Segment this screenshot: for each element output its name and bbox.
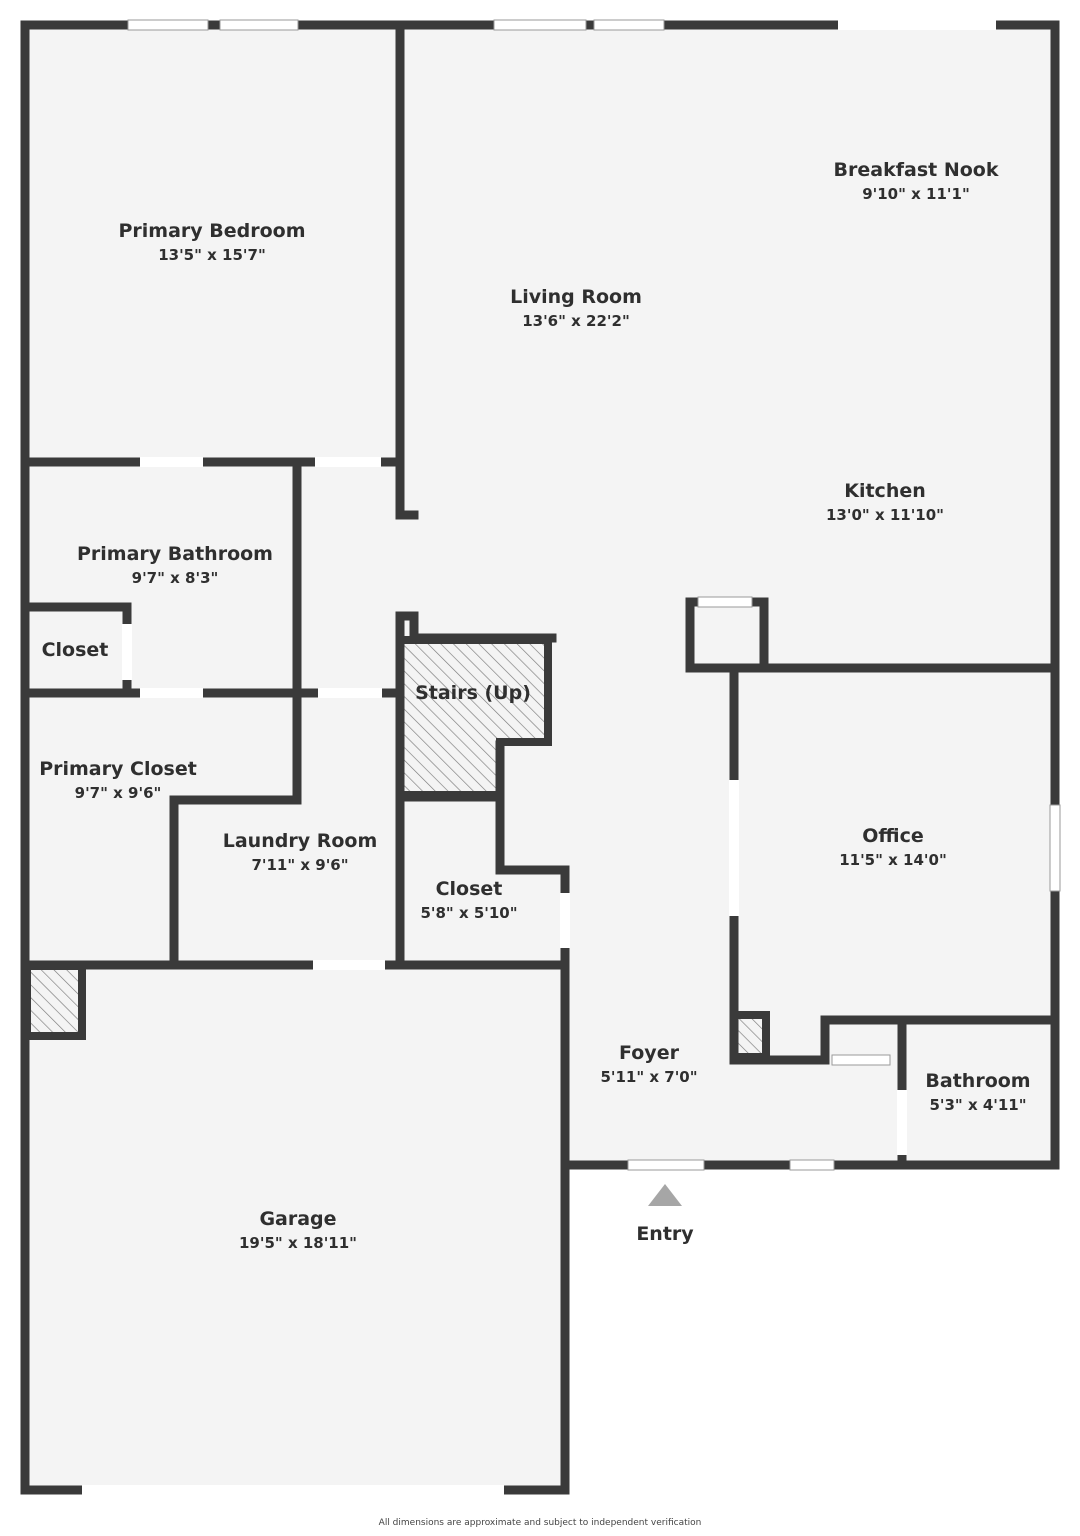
room-dims-bathroom: 5'3" x 4'11" [929, 1096, 1026, 1114]
walls [20, 20, 1060, 1495]
window [697, 596, 753, 608]
room-dims-garage: 19'5" x 18'11" [239, 1234, 357, 1252]
room-name-primary-closet: Primary Closet [39, 758, 197, 780]
garage-utility-hatch [23, 962, 86, 1040]
room-dims-closet-hall: 5'8" x 5'10" [420, 904, 517, 922]
door-opening [140, 457, 203, 467]
room-dims-primary-bedroom: 13'5" x 15'7" [158, 246, 266, 264]
foyer-utility-hatch [730, 1011, 770, 1061]
door-opening [729, 780, 739, 916]
window [219, 19, 299, 31]
window [1049, 804, 1061, 892]
door-opening [315, 457, 381, 467]
room-name-primary-bathroom: Primary Bathroom [77, 543, 273, 565]
room-dims-primary-closet: 9'7" x 9'6" [75, 784, 162, 802]
openings [82, 19, 1061, 1495]
door-opening [897, 1090, 907, 1155]
room-labels: Primary Bedroom 13'5" x 15'7" Living Roo… [39, 159, 1030, 1252]
window [127, 19, 209, 31]
room-name-living-room: Living Room [510, 286, 642, 308]
door-opening [831, 1054, 891, 1066]
window [838, 20, 996, 30]
triangle-up-icon [648, 1184, 682, 1206]
room-name-office: Office [862, 825, 924, 847]
door-opening [560, 893, 570, 948]
floor-area [25, 25, 1055, 1490]
room-dims-breakfast-nook: 9'10" x 11'1" [862, 185, 970, 203]
room-name-closet-small: Closet [42, 639, 109, 661]
entry-door [627, 1159, 705, 1171]
garage-door [82, 1485, 504, 1495]
disclaimer-text: All dimensions are approximate and subje… [378, 1518, 702, 1528]
room-dims-kitchen: 13'0" x 11'10" [826, 506, 944, 524]
room-name-stairs: Stairs (Up) [415, 682, 531, 704]
door-opening [318, 688, 382, 698]
room-name-garage: Garage [259, 1208, 336, 1230]
room-name-foyer: Foyer [619, 1042, 680, 1064]
room-name-kitchen: Kitchen [844, 480, 926, 502]
door-opening [122, 624, 132, 680]
room-dims-laundry-room: 7'11" x 9'6" [251, 856, 348, 874]
room-dims-foyer: 5'11" x 7'0" [600, 1068, 697, 1086]
room-dims-office: 11'5" x 14'0" [839, 851, 947, 869]
entry-label: Entry [636, 1223, 694, 1245]
window [789, 1159, 835, 1171]
room-name-bathroom: Bathroom [925, 1070, 1030, 1092]
room-dims-primary-bathroom: 9'7" x 8'3" [132, 569, 219, 587]
window [593, 19, 665, 31]
room-name-primary-bedroom: Primary Bedroom [118, 220, 305, 242]
door-opening [313, 960, 385, 970]
room-name-laundry-room: Laundry Room [223, 830, 378, 852]
door-opening [140, 688, 203, 698]
room-dims-living-room: 13'6" x 22'2" [522, 312, 630, 330]
room-name-breakfast-nook: Breakfast Nook [834, 159, 999, 181]
window [493, 19, 587, 31]
room-name-closet-hall: Closet [436, 878, 503, 900]
